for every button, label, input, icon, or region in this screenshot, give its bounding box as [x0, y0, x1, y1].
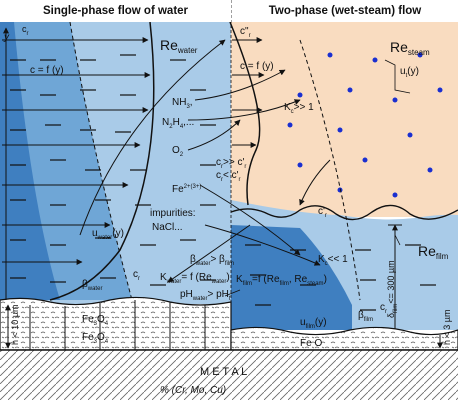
- oxide-layer-right: [230, 326, 458, 351]
- film-dark-layer: [231, 225, 352, 330]
- film-interface-line: [230, 204, 458, 221]
- re-water-label: Rewater: [160, 37, 198, 55]
- u-film-label: ufilm(y): [300, 317, 327, 330]
- n2h4-label: N2H4,...: [162, 117, 194, 130]
- c-equation-left: c = f (y): [30, 65, 64, 76]
- film-hatch-lines: [245, 244, 436, 311]
- water-velocity-profile: [49, 21, 155, 301]
- feo-label: Fe O: [300, 338, 322, 349]
- film-thickness-label: δfilm<= 300 µm: [386, 260, 399, 318]
- cr-double-prime-label: c"r: [240, 26, 251, 39]
- o2-label: O2: [172, 145, 184, 158]
- label-leaders: [224, 59, 411, 297]
- metal-label: M E T A L: [200, 366, 247, 378]
- ph-label: pHwater> pHt: [180, 289, 231, 302]
- beta-film-label: βfilm: [358, 310, 373, 323]
- ut-label: ut(y): [400, 66, 419, 79]
- beta-compare-label: βwater> βfilm: [190, 254, 234, 267]
- re-steam-label: Resteam: [390, 39, 430, 57]
- oxide-thickness-label: h < 10 µm: [10, 305, 20, 345]
- nh3-label: NH3,: [172, 97, 193, 110]
- oxide-grains: [29, 300, 206, 350]
- metal-base: [0, 350, 458, 400]
- kc-gt-label: Kc>> 1: [284, 102, 314, 115]
- fe3o4-label-a: Fe3O4: [82, 314, 109, 327]
- kc-lt-label: Kc<< 1: [318, 254, 348, 267]
- cr-left-label: cr: [22, 24, 29, 37]
- boundary-layer-edge: [69, 21, 133, 301]
- arrow-icon: [79, 39, 331, 283]
- cr-film-label: cr: [380, 302, 387, 315]
- film-oxide-thickness-label: h < 3 µm: [442, 310, 452, 345]
- oxide-layer-left: [0, 296, 232, 351]
- nacl-label: NaCl...: [152, 222, 183, 233]
- y-axis-label: y: [3, 32, 10, 43]
- right-panel-title: Two-phase (wet-steam) flow: [232, 0, 458, 22]
- water-viscous-layer: [0, 22, 60, 300]
- cr-prime-label: c'r: [318, 206, 327, 219]
- re-film-label: Refilm: [418, 243, 449, 261]
- impurities-label: impurities:: [150, 208, 196, 219]
- droplet-icon: [287, 52, 443, 198]
- beta-water-label: βwater: [82, 279, 102, 292]
- fe3o4-label-b: Fe3O4: [82, 332, 109, 345]
- cr-gt-label: cr>> c'r: [216, 157, 246, 170]
- c-equation-right: c = f (y): [240, 61, 274, 72]
- steam-velocity-profile: [229, 21, 261, 206]
- k-water-label: Kwater= f (Rewater): [160, 272, 230, 285]
- u-water-label: uwater(y): [92, 228, 124, 241]
- water-hatch-lines: [10, 54, 216, 286]
- alloy-label: % (Cr, Mo, Cu): [160, 385, 226, 396]
- left-panel-title: Single-phase flow of water: [0, 0, 231, 22]
- film-velocity-profile: [299, 39, 361, 301]
- cr-lt-label: cr< c'r: [216, 170, 241, 183]
- k-film-label: Kfilm=f (Refilm, Resteam): [236, 274, 327, 287]
- cr-wall-label: cr: [133, 269, 140, 282]
- fe-ion-label: Fe2+(3+): [172, 184, 201, 195]
- arrow-icon: [2, 37, 265, 265]
